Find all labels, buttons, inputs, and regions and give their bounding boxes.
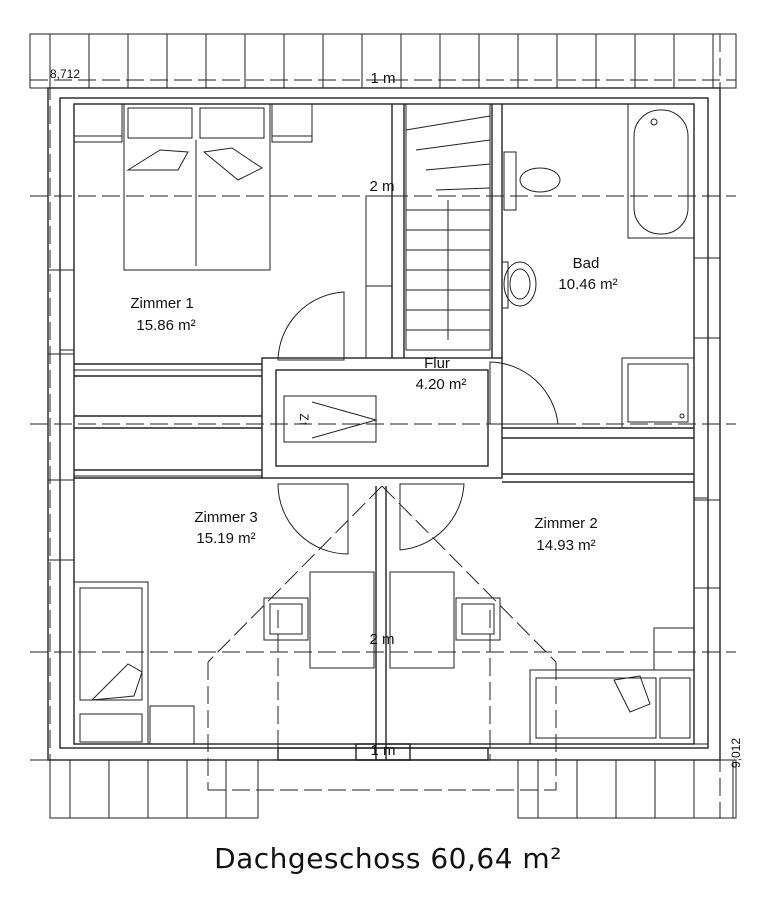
doors (277, 291, 559, 555)
bathtub (627, 103, 695, 239)
zimmer2-area: 14.93 m² (536, 537, 595, 554)
level-label-left: 8,712 (50, 67, 80, 81)
double-bed (73, 103, 313, 271)
tile-line (425, 163, 491, 171)
height-label-upper: 2 m (369, 178, 394, 195)
interior-walls (74, 104, 694, 761)
tile-line (415, 139, 491, 151)
roof-bottom (49, 759, 737, 819)
height-label-bottom: 1 m (370, 742, 395, 759)
bad-name: Bad (573, 255, 600, 272)
wardrobe (365, 195, 393, 359)
stair-marker: Z↑ (297, 413, 311, 426)
zimmer2-name: Zimmer 2 (534, 515, 597, 532)
sink (501, 261, 537, 309)
height-label-top: 1 m (370, 70, 395, 87)
tile-line (405, 115, 491, 131)
desks (263, 571, 501, 669)
zimmer1-name: Zimmer 1 (130, 295, 193, 312)
zimmer3-name: Zimmer 3 (194, 509, 257, 526)
level-label-right: 9,012 (729, 738, 743, 768)
shelves (73, 135, 313, 477)
zimmer3-area: 15.19 m² (196, 530, 255, 547)
page-title: Dachgeschoss 60,64 m² (214, 842, 562, 875)
bad-area: 10.46 m² (558, 276, 617, 293)
tile-line (435, 187, 491, 191)
height-label-lower: 2 m (369, 631, 394, 648)
zimmer1-area: 15.86 m² (136, 317, 195, 334)
flur-area: 4.20 m² (416, 376, 467, 393)
staircase (405, 103, 491, 351)
toilet (503, 151, 561, 211)
single-bed-right (529, 587, 709, 745)
shower (621, 357, 695, 429)
single-bed-left (73, 581, 195, 745)
attic-hatch (283, 395, 378, 443)
flur-name: Flur (424, 355, 450, 372)
